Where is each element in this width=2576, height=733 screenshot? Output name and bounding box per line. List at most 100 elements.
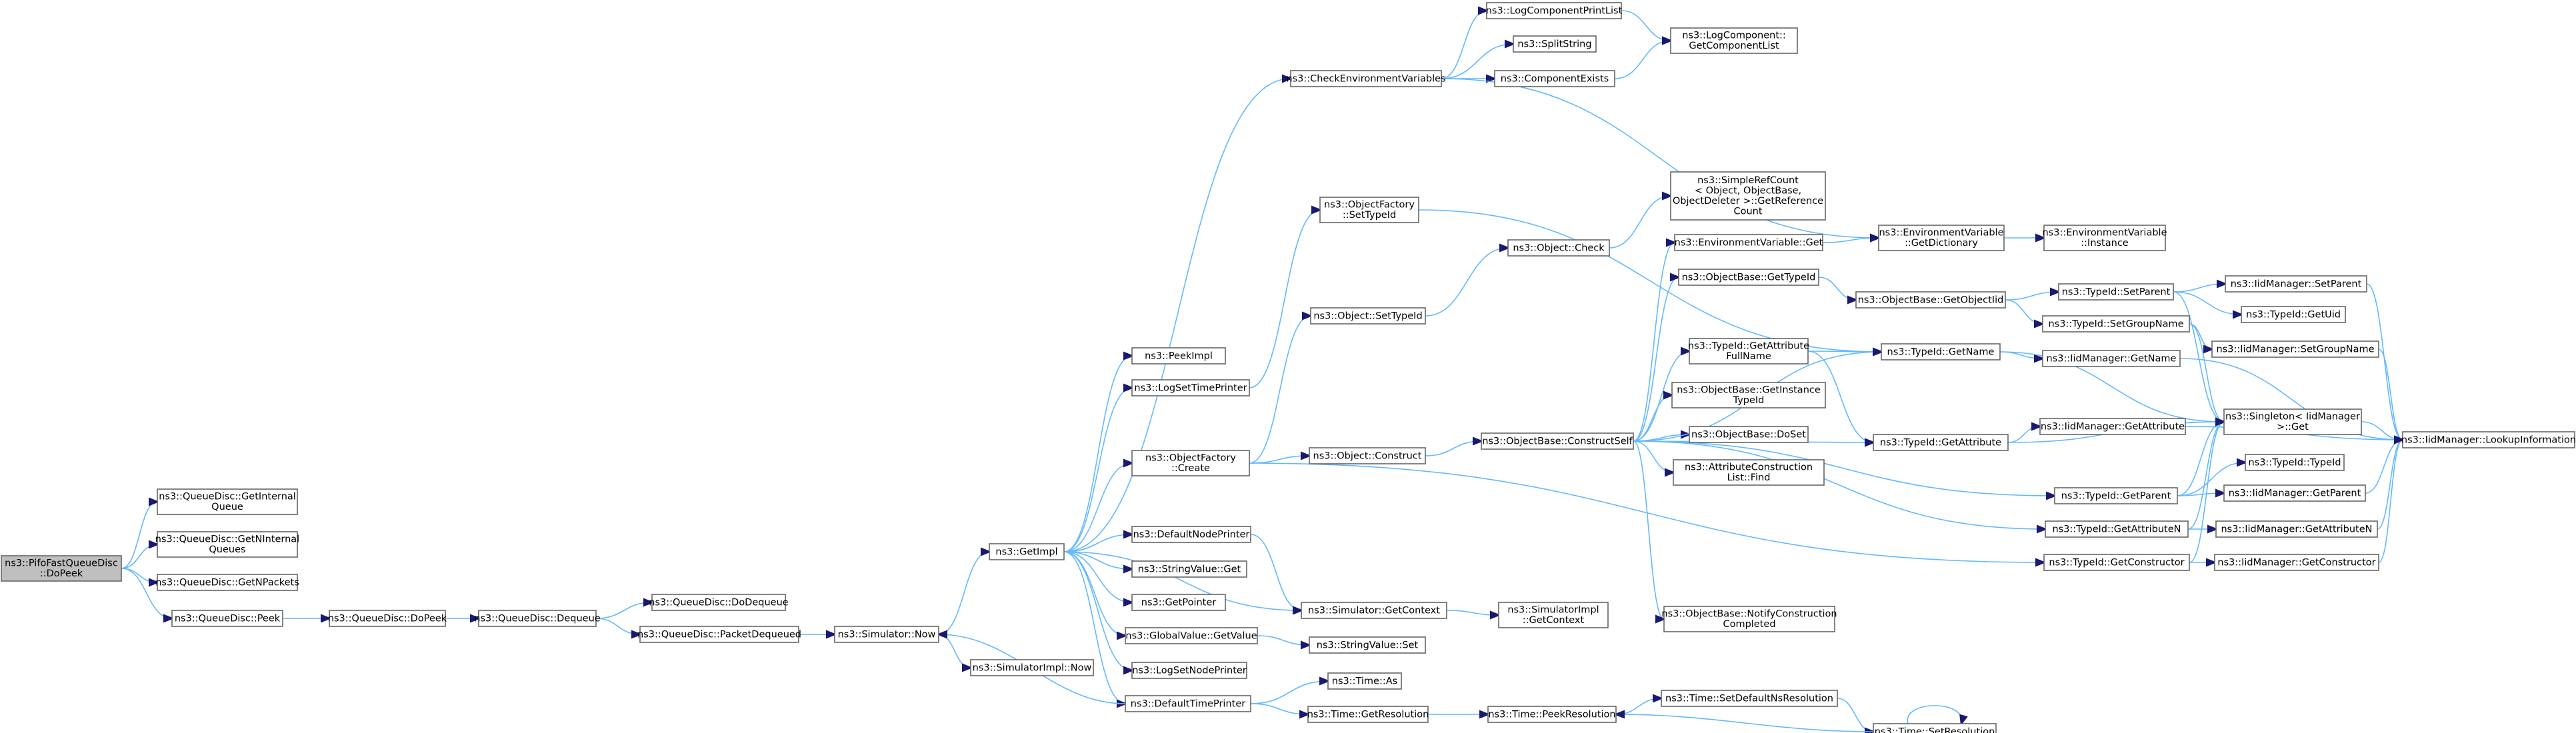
node-get-npackets[interactable]: ns3::QueueDisc::GetNPackets [155,574,299,591]
node-iid-get-attribute-n[interactable]: ns3::IidManager::GetAttributeN [2215,520,2378,538]
node-type-id-get-attribute[interactable]: ns3::TypeId::GetAttribute [1873,434,2009,451]
node-obj-base-notify[interactable]: ns3::ObjectBase::NotifyConstructionCompl… [1661,606,1837,632]
edge-type-id-get-attr-full-name-to-type-id-get-name [1807,351,1881,352]
node-iid-set-parent[interactable]: ns3::IidManager::SetParent [2225,275,2367,293]
node-label-line: ns3::ObjectBase::GetTypeId [1682,272,1816,283]
node-env-var-get-dict[interactable]: ns3::EnvironmentVariable::GetDictionary [1878,225,2005,251]
node-time-peek-resolution[interactable]: ns3::Time::PeekResolution [1487,706,1617,723]
node-default-node-printer[interactable]: ns3::DefaultNodePrinter [1131,526,1251,543]
node-sim-impl-now[interactable]: ns3::SimulatorImpl::Now [970,659,1094,676]
edge-iid-get-attribute-n-to-iid-lookup-information [2377,440,2403,530]
node-type-id-get-uid[interactable]: ns3::TypeId::GetUid [2241,306,2346,323]
node-sim-now[interactable]: ns3::Simulator::Now [834,626,939,643]
node-obj-base-get-object-iid[interactable]: ns3::ObjectBase::GetObjectIid [1855,291,2006,309]
node-peek-impl[interactable]: ns3::PeekImpl [1131,347,1226,365]
node-label-line: ns3::TypeId::TypeId [2248,457,2341,468]
node-time-set-default-ns-res[interactable]: ns3::Time::SetDefaultNsResolution [1661,690,1838,707]
node-string-value-get[interactable]: ns3::StringValue::Get [1131,560,1247,578]
node-label-line: FullName [1726,351,1771,362]
node-box [1881,343,2001,361]
node-iid-get-constructor[interactable]: ns3::IidManager::GetConstructor [2214,554,2379,571]
node-box [1674,234,1823,251]
edge-root-to-get-internal-queue [121,502,157,569]
node-label-line: ns3::LogComponent:: [1682,31,1786,41]
edge-obj-factory-create-to-object-set-type-id [1249,316,1311,464]
node-object-check[interactable]: ns3::Object::Check [1507,239,1610,257]
node-type-id-set-parent[interactable]: ns3::TypeId::SetParent [2058,283,2174,301]
node-box [2042,350,2181,367]
node-env-var-get[interactable]: ns3::EnvironmentVariable::Get [1674,234,1823,251]
edge-get-impl-to-global-value-get-value [1063,551,1125,636]
node-component-exists[interactable]: ns3::ComponentExists [1494,70,1615,87]
root-node[interactable]: ns3::PifoFastQueueDisc::DoPeek [1,555,122,582]
node-label-line: ns3::QueueDisc::PacketDequeued [637,629,801,640]
node-box [1873,434,2009,451]
node-type-id-get-attribute-n[interactable]: ns3::TypeId::GetAttributeN [2045,520,2189,538]
node-iid-get-parent[interactable]: ns3::IidManager::GetParent [2223,484,2366,502]
node-label-line: ns3::IidManager::GetConstructor [2217,557,2375,568]
node-global-value-get-value[interactable]: ns3::GlobalValue::GetValue [1125,627,1258,644]
edge-type-id-get-attr-full-name-to-type-id-get-attribute [1807,351,1873,442]
node-log-comp-print-list[interactable]: ns3::LogComponentPrintList [1486,2,1623,19]
node-time-as[interactable]: ns3::Time::As [1327,672,1402,690]
node-obj-factory-set-type-id[interactable]: ns3::ObjectFactory::SetTypeId [1319,197,1419,223]
node-obj-factory-create[interactable]: ns3::ObjectFactory::Create [1131,450,1250,476]
node-label-line: ns3::SplitString [1517,39,1591,49]
node-env-var-instance[interactable]: ns3::EnvironmentVariable::Instance [2042,225,2167,251]
node-simple-ref-count[interactable]: ns3::SimpleRefCount< Object, ObjectBase,… [1670,171,1826,221]
node-string-value-set[interactable]: ns3::StringValue::Set [1309,636,1426,654]
edge-get-impl-to-peek-impl [1063,356,1132,552]
node-sim-get-context[interactable]: ns3::Simulator::GetContext [1301,602,1447,619]
node-qd-do-peek[interactable]: ns3::QueueDisc::DoPeek [328,610,447,627]
edge-obj-base-construct-self-to-obj-base-notify [1633,440,1664,619]
node-sim-impl-get-context[interactable]: ns3::SimulatorImpl::GetContext [1498,602,1609,628]
node-obj-base-do-set[interactable]: ns3::ObjectBase::DoSet [1689,426,1809,443]
node-box [1673,459,1825,486]
node-get-impl[interactable]: ns3::GetImpl [989,543,1065,560]
node-time-get-resolution[interactable]: ns3::Time::GetResolution [1307,706,1429,723]
node-type-id-get-name[interactable]: ns3::TypeId::GetName [1881,343,2001,361]
edge-sim-now-to-sim-impl-now [938,634,971,668]
edge-object-check-to-simple-ref-count [1609,196,1671,249]
node-type-id-type-id[interactable]: ns3::TypeId::TypeId [2245,454,2345,471]
node-box [2225,275,2367,293]
node-box [1310,307,1426,325]
node-label-line: Queue [211,502,243,512]
node-check-env-vars[interactable]: ns3::CheckEnvironmentVariables [1286,70,1446,87]
node-qd-do-dequeue[interactable]: ns3::QueueDisc::DoDequeue [649,594,789,611]
node-box [1131,560,1247,578]
node-qd-peek[interactable]: ns3::QueueDisc::Peek [171,610,283,627]
node-log-set-node-printer[interactable]: ns3::LogSetNodePrinter [1131,662,1247,679]
node-split-string[interactable]: ns3::SplitString [1513,35,1597,53]
node-time-set-resolution[interactable]: ns3::Time::SetResolution [1873,723,1997,733]
node-type-id-set-group-name[interactable]: ns3::TypeId::SetGroupName [2042,315,2190,333]
node-iid-lookup-information[interactable]: ns3::IidManager::LookupInformation [2401,431,2576,448]
node-log-comp-get-list[interactable]: ns3::LogComponent::GetComponentList [1670,27,1798,54]
node-label-line: Count [1733,207,1762,217]
node-default-time-printer[interactable]: ns3::DefaultTimePrinter [1125,695,1251,712]
node-iid-get-attribute[interactable]: ns3::IidManager::GetAttribute [2039,418,2186,435]
node-object-construct[interactable]: ns3::Object::Construct [1309,447,1426,464]
node-type-id-get-parent[interactable]: ns3::TypeId::GetParent [2054,487,2178,504]
node-qd-dequeue[interactable]: ns3::QueueDisc::Dequeue [474,610,601,627]
node-object-set-type-id[interactable]: ns3::Object::SetTypeId [1310,307,1426,325]
node-label-line: ns3::Singleton< IidManager [2225,412,2360,422]
node-obj-base-construct-self[interactable]: ns3::ObjectBase::ConstructSelf [1481,432,1634,450]
node-iid-set-group-name[interactable]: ns3::IidManager::SetGroupName [2211,341,2379,358]
node-get-pointer[interactable]: ns3::GetPointer [1131,594,1226,611]
node-iid-get-name[interactable]: ns3::IidManager::GetName [2042,350,2181,367]
node-label-line: ns3::ObjectFactory [1324,200,1415,211]
node-log-set-time-printer[interactable]: ns3::LogSetTimePrinter [1131,379,1250,396]
node-label-line: ns3::DefaultTimePrinter [1131,698,1245,709]
edge-check-env-vars-to-env-var-get-dict [1441,78,1879,238]
node-label-line: ns3::IidManager::LookupInformation [2401,434,2576,445]
node-obj-base-get-type-id[interactable]: ns3::ObjectBase::GetTypeId [1678,269,1819,286]
node-type-id-get-constructor[interactable]: ns3::TypeId::GetConstructor [2043,554,2190,571]
node-qd-packet-dequeued[interactable]: ns3::QueueDisc::PacketDequeued [637,626,801,643]
node-singleton-get[interactable]: ns3::Singleton< IidManager>::Get [2223,408,2362,435]
